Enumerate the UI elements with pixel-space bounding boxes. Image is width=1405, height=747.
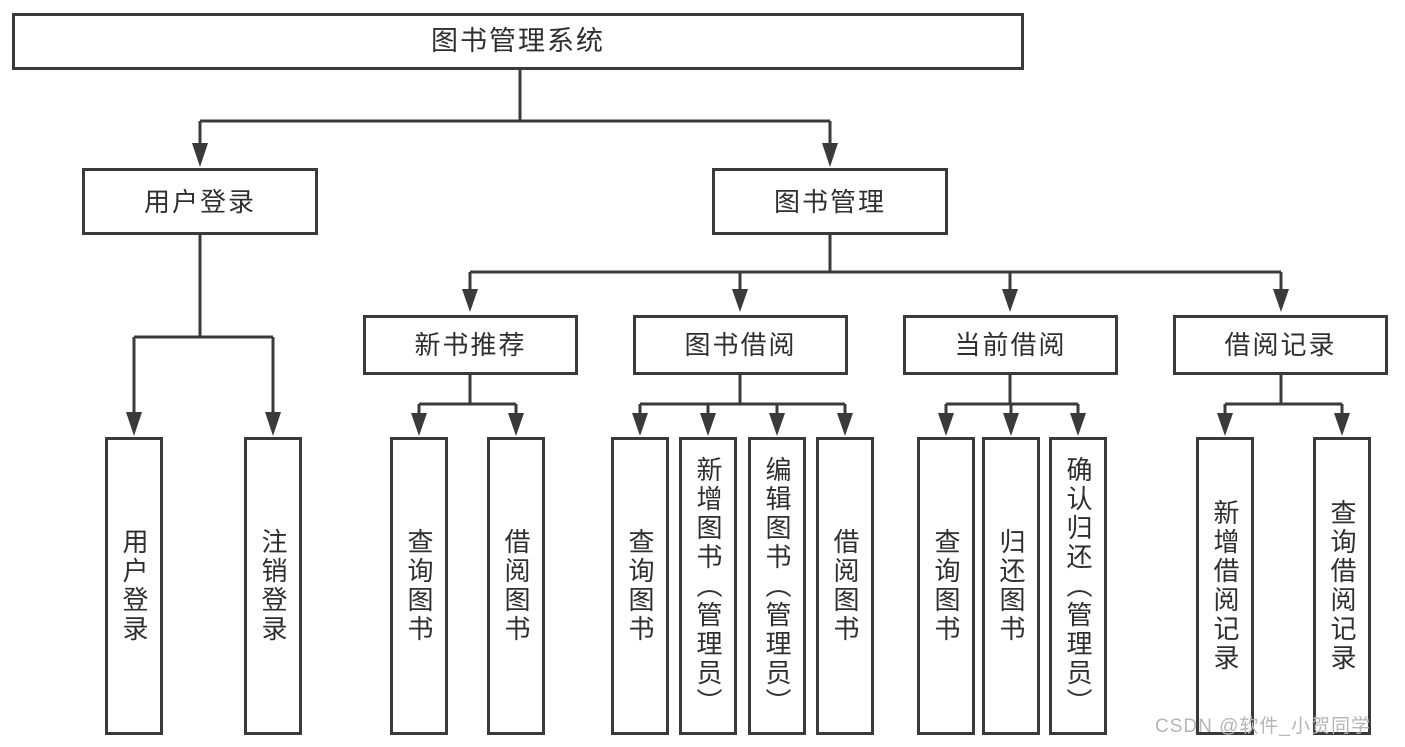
node-leaf-borrow-books-2: 借阅图书 (816, 437, 874, 735)
leaf-label: 用户登录 (119, 528, 149, 644)
node-book-mgmt-label: 图书管理 (773, 186, 886, 217)
node-leaf-query-books-3: 查询图书 (917, 437, 975, 735)
node-leaf-edit-books-admin: 编辑图书（管理员） (748, 437, 806, 735)
node-root-system: 图书管理系统 (12, 13, 1024, 70)
leaf-label: 借阅图书 (501, 528, 531, 644)
node-leaf-borrow-books-1: 借阅图书 (487, 437, 545, 735)
leaf-label: 查询图书 (404, 528, 434, 644)
node-section-current-borrow: 当前借阅 (903, 315, 1118, 375)
node-leaf-query-books-2: 查询图书 (611, 437, 669, 735)
leaf-label: 查询借阅记录 (1327, 499, 1357, 673)
leaf-label: 新增借阅记录 (1210, 499, 1240, 673)
node-leaf-add-borrow-record: 新增借阅记录 (1196, 437, 1254, 735)
leaf-label: 查询图书 (931, 528, 961, 644)
node-leaf-confirm-return-admin: 确认归还（管理员） (1049, 437, 1107, 735)
node-leaf-add-books-admin: 新增图书（管理员） (679, 437, 737, 735)
arrow-to-book-mgmt (822, 143, 838, 167)
node-book-mgmt: 图书管理 (712, 168, 948, 235)
leaf-label: 编辑图书（管理员） (762, 455, 792, 717)
node-leaf-logout: 注销登录 (244, 437, 302, 735)
node-section-new-books: 新书推荐 (363, 315, 578, 375)
node-leaf-return-books: 归还图书 (982, 437, 1040, 735)
node-leaf-user-login: 用户登录 (105, 437, 163, 735)
node-leaf-query-borrow-record: 查询借阅记录 (1313, 437, 1371, 735)
node-section-book-borrow: 图书借阅 (633, 315, 848, 375)
leaf-label: 归还图书 (996, 528, 1026, 644)
arrow-to-user-login (192, 143, 208, 167)
leaf-label: 注销登录 (258, 528, 288, 644)
leaf-label: 新增图书（管理员） (693, 455, 723, 717)
leaf-label: 借阅图书 (830, 528, 860, 644)
node-section-borrow-records: 借阅记录 (1173, 315, 1388, 375)
leaf-label: 确认归还（管理员） (1063, 455, 1093, 717)
node-leaf-query-books-1: 查询图书 (390, 437, 448, 735)
node-user-login: 用户登录 (82, 168, 318, 235)
node-user-login-label: 用户登录 (143, 186, 256, 217)
leaf-label: 查询图书 (625, 528, 655, 644)
section-label: 图书借阅 (684, 330, 797, 360)
section-label: 借阅记录 (1224, 330, 1337, 360)
section-label: 当前借阅 (954, 330, 1067, 360)
section-label: 新书推荐 (414, 330, 527, 360)
node-root-label: 图书管理系统 (431, 26, 605, 56)
csdn-watermark: CSDN @软件_小贺同学 (1155, 716, 1371, 737)
